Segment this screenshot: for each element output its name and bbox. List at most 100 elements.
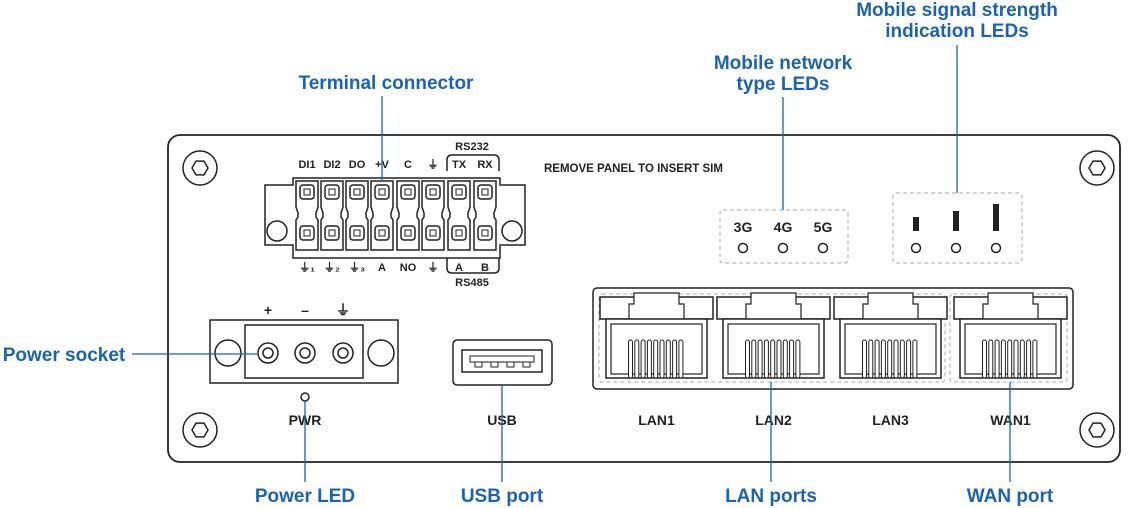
terminal-top-label: DI1 bbox=[298, 159, 315, 171]
rj45-contact bbox=[1032, 339, 1038, 379]
power-pin-center bbox=[262, 347, 274, 359]
terminal-top-label: DI2 bbox=[323, 159, 340, 171]
rj45-contact bbox=[1026, 339, 1032, 379]
terminal-screw bbox=[324, 184, 340, 200]
terminal-screw bbox=[425, 225, 441, 241]
rj45-contact bbox=[912, 339, 918, 379]
rj45-contact bbox=[646, 339, 652, 379]
power-pin-center bbox=[337, 347, 349, 359]
terminal-screw-head bbox=[429, 229, 437, 237]
power-pin-label: + bbox=[264, 302, 272, 318]
rj45-latch bbox=[862, 292, 919, 319]
terminal-screw bbox=[374, 225, 390, 241]
callout-power-led: Power LED bbox=[255, 486, 355, 507]
terminal-screw bbox=[451, 225, 467, 241]
network-type-label: 4G bbox=[774, 219, 793, 235]
rs232-label: RS232 bbox=[455, 141, 489, 153]
signal-bar-icon bbox=[913, 217, 919, 231]
rj45-contact bbox=[893, 339, 899, 379]
terminal-screw-head bbox=[455, 188, 463, 196]
rj45-contact bbox=[653, 339, 659, 379]
rj45-contact bbox=[795, 339, 801, 379]
terminal-screw-head bbox=[481, 229, 489, 237]
terminal-screw-head bbox=[353, 229, 361, 237]
terminal-bottom-label: ⏚₂ bbox=[324, 261, 340, 274]
terminal-bottom-label: ⏚ bbox=[428, 261, 439, 274]
rj45-latch bbox=[745, 292, 802, 319]
rj45-contact bbox=[628, 339, 633, 379]
terminal-top-label: RX bbox=[477, 159, 493, 171]
rj45-latch bbox=[628, 292, 685, 319]
rj45-contact bbox=[868, 339, 874, 379]
network-type-led bbox=[777, 242, 789, 254]
signal-strength-led bbox=[910, 242, 922, 254]
terminal-bottom-label: A bbox=[378, 262, 386, 274]
callout-wan-port: WAN port bbox=[967, 486, 1054, 507]
callout-usb-port: USB port bbox=[461, 486, 544, 507]
rj45-contact bbox=[880, 339, 886, 379]
rj45-contact bbox=[994, 339, 1000, 379]
terminal-screw-head bbox=[404, 188, 412, 196]
terminal-screw bbox=[477, 184, 493, 200]
network-led-box bbox=[719, 209, 849, 264]
rj45-contact bbox=[1000, 339, 1006, 379]
rj45-contact bbox=[776, 339, 782, 379]
rj45-contact bbox=[640, 339, 646, 379]
rj45-contact bbox=[672, 339, 678, 379]
terminal-screw-head bbox=[429, 188, 437, 196]
callout-terminal-connector: Terminal connector bbox=[299, 73, 475, 94]
rj45-contact bbox=[1013, 339, 1019, 379]
terminal-bottom-label: A bbox=[455, 262, 463, 274]
rj45-contact bbox=[887, 339, 893, 379]
rj45-contact bbox=[906, 339, 912, 379]
callout-power-socket: Power socket bbox=[3, 345, 126, 366]
network-type-led bbox=[737, 242, 749, 254]
rj45-contact bbox=[763, 339, 769, 379]
terminal-screw bbox=[324, 225, 340, 241]
network-type-led bbox=[817, 242, 829, 254]
wan-group-box bbox=[949, 293, 1068, 383]
hex-screw-icon bbox=[1088, 160, 1106, 176]
terminal-screw bbox=[349, 225, 365, 241]
network-type-label: 5G bbox=[814, 219, 833, 235]
terminal-screw-head bbox=[328, 229, 336, 237]
hex-screw-icon bbox=[191, 422, 209, 438]
terminal-screw bbox=[299, 225, 315, 241]
rj45-contact bbox=[982, 339, 987, 379]
usb-port[interactable] bbox=[452, 339, 553, 386]
rj45-contact bbox=[988, 339, 994, 379]
terminal-screw bbox=[400, 184, 416, 200]
terminal-screw-head bbox=[353, 188, 361, 196]
callout-signal-leds-1: Mobile signal strength bbox=[856, 0, 1058, 21]
port-label: LAN2 bbox=[755, 412, 792, 428]
power-socket: +–⏚ bbox=[209, 302, 399, 384]
rj45-contact bbox=[770, 339, 776, 379]
terminal-bottom-label: ⏚₁ bbox=[299, 261, 315, 274]
rj45-contact bbox=[782, 339, 788, 379]
callouts: Terminal connector Mobile network type L… bbox=[3, 0, 1058, 507]
power-pin-center bbox=[299, 347, 311, 359]
callout-network-leds-2: type LEDs bbox=[737, 74, 830, 95]
terminal-screw-head bbox=[303, 229, 311, 237]
hex-screw-icon bbox=[1088, 422, 1106, 438]
rj45-contact bbox=[659, 339, 665, 379]
terminal-top-label: ⏚ bbox=[428, 158, 439, 171]
rj45-contact bbox=[789, 339, 795, 379]
signal-strength-led bbox=[990, 242, 1002, 254]
callout-signal-leds-2: indication LEDs bbox=[885, 21, 1029, 42]
terminal-screw bbox=[477, 225, 493, 241]
rj45-contact bbox=[757, 339, 763, 379]
terminal-top-label: TX bbox=[452, 159, 467, 171]
terminal-screw-head bbox=[455, 229, 463, 237]
rs485-label: RS485 bbox=[455, 277, 489, 289]
terminal-bottom-label: NO bbox=[400, 262, 417, 274]
power-pin-label: ⏚ bbox=[336, 302, 350, 318]
terminal-bottom-label: ⏚₃ bbox=[349, 261, 365, 274]
rj45-contact bbox=[745, 339, 750, 379]
rj45-contact bbox=[751, 339, 757, 379]
terminal-screw bbox=[400, 225, 416, 241]
rj45-contact bbox=[634, 339, 640, 379]
callout-lan-ports: LAN ports bbox=[725, 486, 817, 507]
